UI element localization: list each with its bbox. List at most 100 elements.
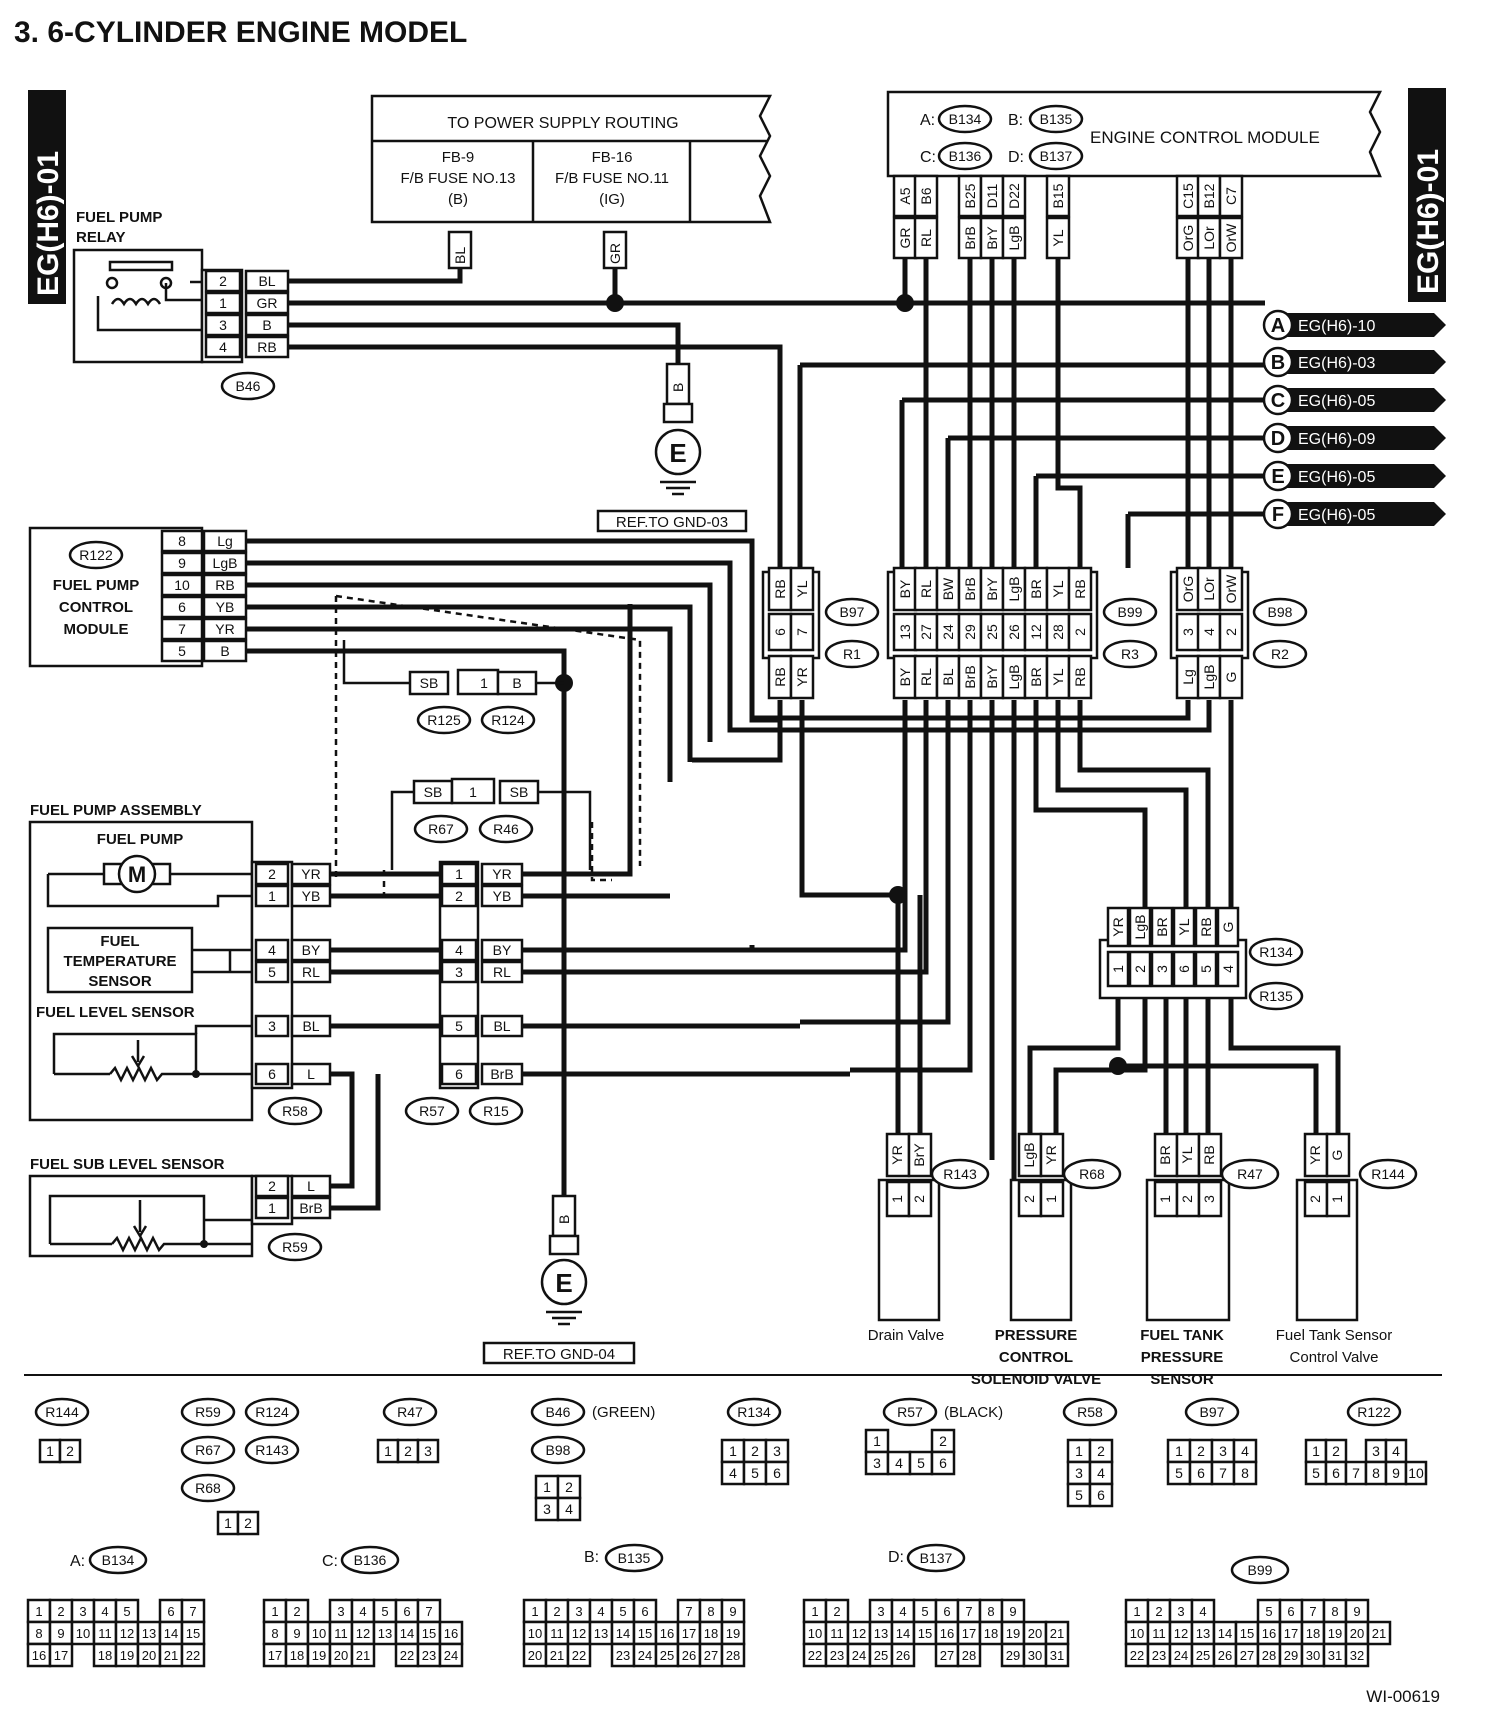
ecm-wire-cell [1218,216,1244,260]
comp-label: Drain Valve [868,1327,944,1344]
conn-bot-cell [789,654,815,700]
legend-b99-pin: 12 [1174,1626,1188,1641]
legend-b137-pin: 16 [940,1626,954,1641]
fpcm-pin-cell [160,639,204,663]
legend-b135-pin: 8 [707,1604,714,1619]
ecm-wire-label: GR [897,228,913,249]
legend-b134-pin: 3 [79,1604,86,1619]
comp-wire-cell [1039,1132,1065,1178]
ecm-map-a: B134 [949,111,982,127]
r59-wire-label: L [307,1178,315,1194]
legend-b99-pin: 18 [1306,1626,1320,1641]
ecm-pin-cell [1045,174,1071,218]
conn-pin: 27 [918,624,934,640]
legend-b136-pin: 23 [422,1648,436,1663]
legend-b99-pin: 19 [1328,1626,1342,1641]
r134-pin: 1 [1110,965,1126,973]
relay-pin-cell [204,335,242,359]
engine-control-module: ENGINE CONTROL MODULE A: B134 B: B135 C:… [886,90,1383,218]
legend-b99-pin: 16 [1262,1626,1276,1641]
connector-b98-sub-id: R2 [1271,646,1289,662]
ecm-map-d-prefix: D: [1008,149,1024,166]
legend-b134-pin: 15 [186,1626,200,1641]
legend-b137-pin: 31 [1050,1648,1064,1663]
comp-pin-cell [1325,1180,1351,1218]
legend-b135-pin: 22 [572,1648,586,1663]
offpage-ref: EG(H6)-05 [1298,507,1375,524]
legend-b136-pin: 8 [271,1626,278,1641]
legend-r57: R57 [897,1404,923,1420]
r134-pin-cell [1128,950,1152,988]
r57-wire-cell [480,1014,524,1038]
legend-b135-pin: 20 [528,1648,542,1663]
legend-r58-pin: 5 [1075,1487,1083,1503]
conn-bot-label: BrY [984,665,1000,689]
conn-top-label: OrW [1223,574,1239,604]
legend-b135-pin: 16 [660,1626,674,1641]
r58-wire-label: BL [302,1018,319,1034]
r58-wire-cell [290,1062,332,1086]
comp-label: PRESSURE [1141,1349,1224,1366]
r134-pin: 2 [1132,965,1148,973]
legend-r57-note: (BLACK) [944,1404,1003,1421]
legend-b135-pin: 19 [726,1626,740,1641]
legend-b99-pin: 10 [1130,1626,1144,1641]
r58-pin: 2 [268,866,276,882]
legend-r59: R59 [195,1404,221,1420]
ground-2: B E REF.TO GND-04 [482,1194,636,1365]
legend-r57-pin: 5 [917,1455,925,1471]
legend-b137-pin: 12 [852,1626,866,1641]
legend-b134-pin: 13 [142,1626,156,1641]
conn-pin: 24 [940,624,956,640]
r134-wire-label: RB [1198,917,1214,936]
legend-b99-pin: 3 [1177,1604,1184,1619]
fpcm-wire-label: LgB [213,555,238,571]
legend-b46-note: (GREEN) [592,1404,655,1421]
legend-r122-pin: 5 [1312,1465,1320,1481]
legend-r47-pin: 3 [424,1443,432,1459]
legend-b135-pin: 11 [550,1626,564,1641]
ecm-pin: B25 [962,183,978,208]
ground-2-symbol: E [555,1268,572,1298]
legend-b99-pin: 22 [1130,1648,1144,1663]
r15-id: R15 [483,1103,509,1119]
legend-b99-pin: 28 [1262,1648,1276,1663]
relay-coil-icon [110,297,162,307]
legend-b135-pin: 13 [594,1626,608,1641]
ecm-map-b: B135 [1040,111,1073,127]
r134-wire-label: YR [1110,917,1126,936]
legend-b134-pin: 20 [142,1648,156,1663]
level-sensor-label: FUEL LEVEL SENSOR [36,1004,195,1021]
legend-r59-pin: 1 [224,1515,232,1531]
legend-b97-pin: 3 [1219,1443,1227,1459]
legend-b97-pin: 5 [1175,1465,1183,1481]
legend-b99-pin: 11 [1152,1626,1166,1641]
conn-top-label: RB [1072,579,1088,598]
fuse-1-line-2: F/B FUSE NO.13 [400,170,515,187]
r57-wire-label: BY [493,942,512,958]
page-tab-right-text: EG(H6)-01 [1412,149,1445,294]
comp-pin-cell [1197,1180,1223,1218]
legend-r122-cell [1404,1460,1428,1486]
legend-b134-pin: 7 [189,1604,196,1619]
ecm-wire-label: OrG [1180,225,1196,251]
ecm-wire-cell [913,216,939,260]
r58-pin: 5 [268,964,276,980]
legend-b134-cell [48,1642,74,1668]
legend-b137-pin: 17 [962,1626,976,1641]
comp-label: Control Valve [1290,1349,1379,1366]
legend-b98-pin: 3 [543,1501,551,1517]
legend-b137-pin: 20 [1028,1626,1042,1641]
legend-b135-pin: 2 [553,1604,560,1619]
legend-b99-pin: 24 [1174,1648,1188,1663]
